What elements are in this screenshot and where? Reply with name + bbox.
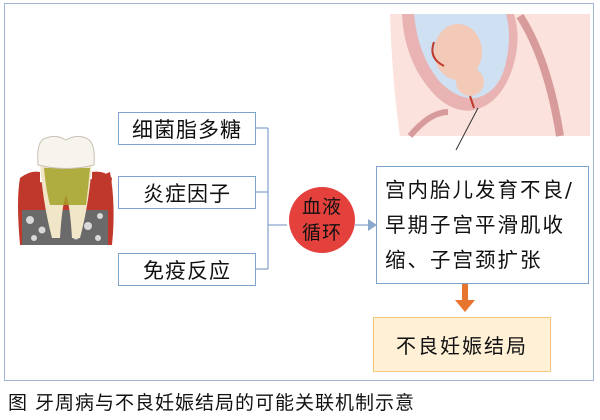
circle-line2: 循环	[301, 222, 342, 244]
factor-lps: 细菌脂多糖	[118, 112, 256, 145]
outcomes-box: 宫内胎儿发育不良/ 早期子宫平滑肌收 缩、子宫颈扩张	[376, 166, 589, 284]
final-outcome-box: 不良妊娠结局	[373, 317, 551, 372]
fetus-illustration	[390, 13, 590, 151]
outcome-line-3: 缩、子宫颈扩张	[385, 248, 543, 272]
blood-circulation-node: 血液 循环	[289, 187, 355, 253]
circle-line1: 血液	[301, 196, 342, 218]
factor-inflammatory: 炎症因子	[118, 176, 256, 209]
figure-caption: 图 牙周病与不良妊娠结局的可能关联机制示意	[8, 392, 416, 414]
tooth-illustration	[18, 135, 114, 245]
factor-immune: 免疫反应	[118, 253, 256, 286]
outcome-line-2: 早期子宫平滑肌收	[385, 213, 565, 237]
outcome-line-1: 宫内胎儿发育不良/	[385, 178, 574, 202]
down-arrow	[455, 284, 475, 312]
arrow-to-outcomes	[368, 219, 377, 231]
connector-lines	[256, 127, 368, 270]
